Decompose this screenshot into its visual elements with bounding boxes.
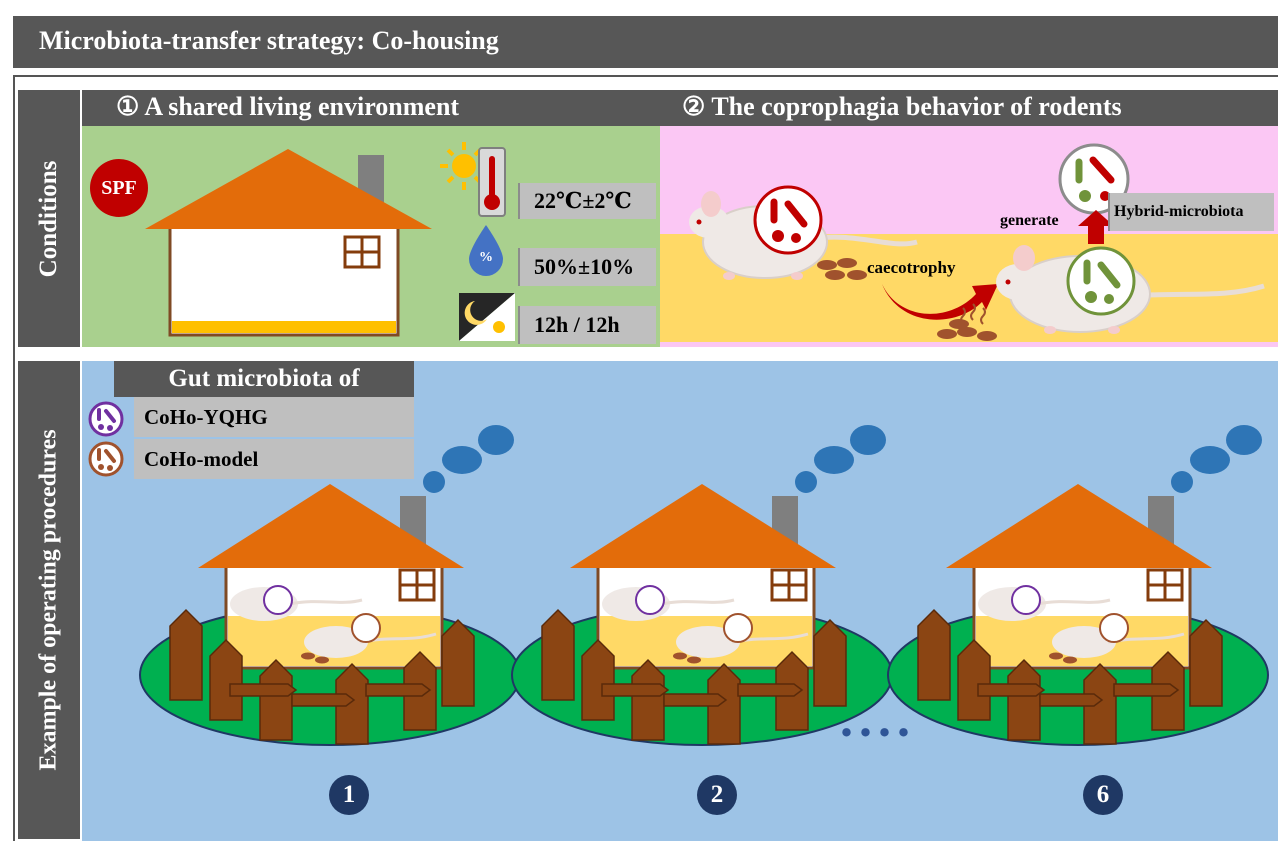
cohousing-cage-2	[511, 425, 893, 746]
temperature-box: 22℃±2℃	[518, 183, 656, 219]
cohousing-cage-6	[887, 425, 1269, 746]
caecotrophy-label: caecotrophy	[867, 258, 956, 277]
brown-microbe-icon	[88, 441, 124, 477]
legend-heading: Gut microbiota of	[114, 361, 414, 397]
temperature-value: 22℃±2℃	[534, 188, 632, 213]
title-bar: Microbiota-transfer strategy: Co-housing	[13, 16, 1278, 68]
sun-icon	[440, 142, 482, 190]
panel-1-header: ① A shared living environment	[82, 90, 660, 126]
caecotrophy-arrow	[882, 284, 998, 320]
generate-arrow	[1078, 210, 1114, 244]
spf-badge: SPF	[90, 159, 148, 217]
outer-frame	[13, 75, 1278, 841]
procedures-side-label: Example of operating procedures	[18, 361, 80, 839]
cage-number-1: 1	[329, 775, 369, 815]
hybrid-box: Hybrid-microbiota	[1108, 193, 1274, 231]
light-cycle-box: 12h / 12h	[518, 306, 656, 344]
humidity-value: 50%±10%	[534, 254, 635, 279]
figure-title: Microbiota-transfer strategy: Co-housing	[39, 26, 499, 55]
panel-1-heading: ① A shared living environment	[116, 92, 460, 121]
cohousing-cage-1	[139, 425, 521, 746]
legend-item-model: CoHo-model	[134, 439, 414, 479]
humidity-box: 50%±10%	[518, 248, 656, 286]
cage-number-6: 6	[1083, 775, 1123, 815]
legend-label-yqhg: CoHo-YQHG	[144, 405, 268, 429]
conditions-label-text: Conditions	[35, 160, 62, 277]
legend-item-yqhg: CoHo-YQHG	[134, 397, 414, 437]
feces-right-icon	[937, 303, 997, 341]
hybrid-label: Hybrid-microbiota	[1114, 203, 1244, 220]
cage-number-2: 2	[697, 775, 737, 815]
light-cycle-value: 12h / 12h	[534, 312, 620, 337]
procedures-label-text: Example of operating procedures	[35, 429, 62, 771]
humidity-icon-text: %	[479, 250, 493, 265]
legend-label-model: CoHo-model	[144, 447, 259, 471]
thermometer-icon	[478, 147, 506, 217]
conditions-side-label: Conditions	[18, 90, 80, 347]
ellipsis: ....	[840, 691, 916, 748]
microbiota-legend: Gut microbiota of CoHo-YQHG CoHo-model	[82, 361, 414, 479]
day-night-icon	[459, 293, 515, 341]
red-microbiota-icon	[753, 185, 823, 255]
panel-2-header: ② The coprophagia behavior of rodents	[660, 90, 1278, 126]
humidity-drop-icon: %	[469, 225, 503, 276]
panel-2-heading: ② The coprophagia behavior of rodents	[682, 92, 1122, 121]
feces-left-icon	[817, 258, 867, 280]
purple-microbe-icon	[88, 401, 124, 437]
green-microbiota-icon	[1066, 246, 1136, 316]
spf-house-icon	[145, 149, 432, 337]
generate-label: generate	[1000, 212, 1059, 229]
